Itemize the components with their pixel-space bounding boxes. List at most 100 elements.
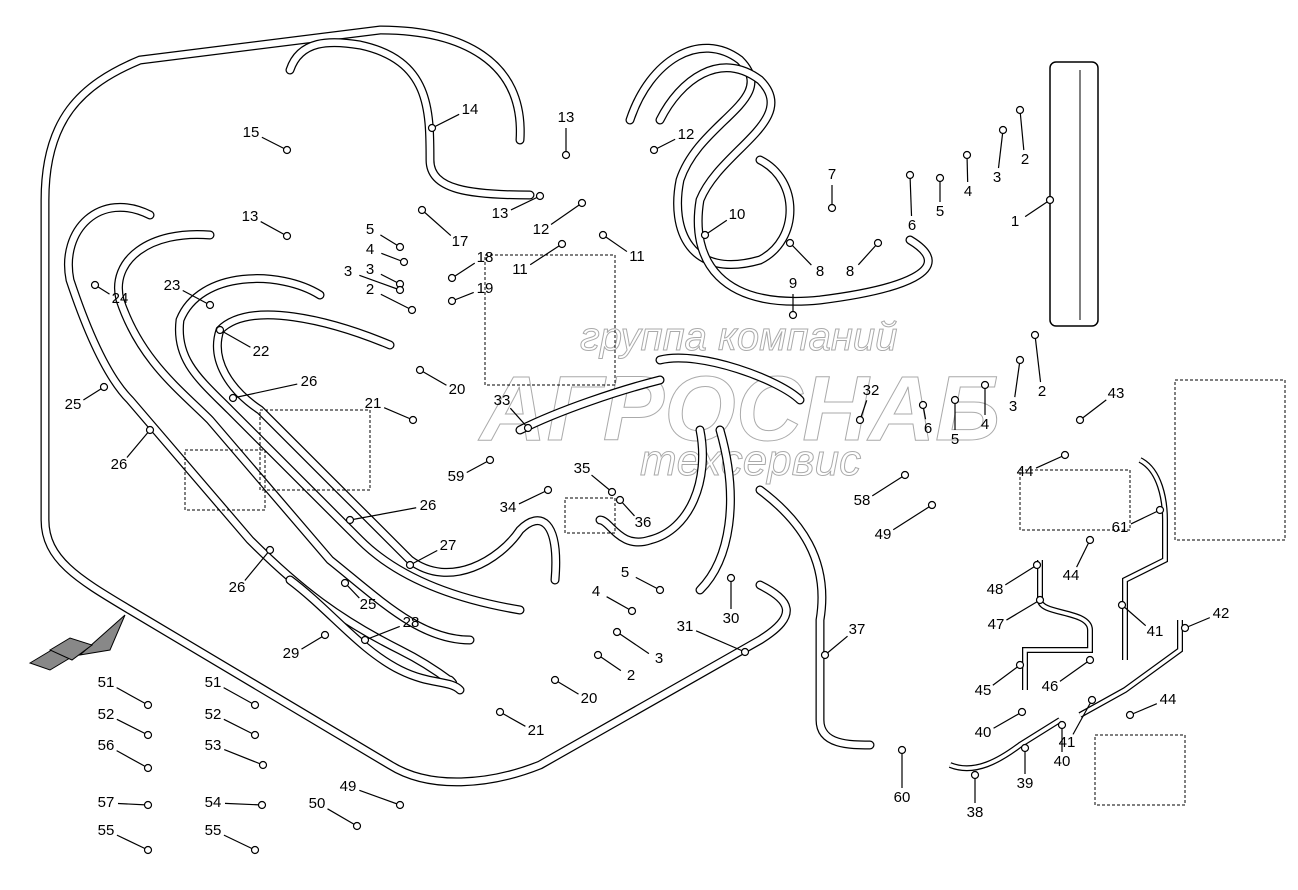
- callout-number: 38: [967, 804, 984, 821]
- callout-number: 48: [987, 581, 1004, 598]
- fitting: [1015, 105, 1025, 115]
- steel-tube: [948, 717, 1062, 772]
- fitting: [557, 239, 567, 249]
- leader-line: [260, 221, 288, 237]
- callout-21: 21: [365, 395, 418, 425]
- callout-4: 4: [980, 380, 990, 433]
- callout-46: 46: [1042, 655, 1095, 695]
- fitting: [726, 573, 736, 583]
- callout-number: 6: [908, 217, 916, 234]
- leader-line: [451, 262, 476, 279]
- fitting: [1125, 710, 1135, 720]
- callout-52: 52: [205, 706, 260, 740]
- callout-number: 45: [975, 682, 992, 699]
- fitting: [320, 630, 330, 640]
- callout-4: 4: [962, 150, 972, 200]
- callout-number: 7: [828, 166, 836, 183]
- callout-26: 26: [345, 497, 436, 525]
- callout-number: 61: [1112, 519, 1129, 536]
- callout-number: 57: [98, 794, 115, 811]
- hose-inner: [176, 275, 524, 614]
- callout-6: 6: [918, 400, 932, 437]
- callout-number: 47: [988, 616, 1005, 633]
- callout-3: 3: [993, 125, 1008, 186]
- fitting: [407, 305, 417, 315]
- fitting: [598, 230, 608, 240]
- callout-13: 13: [492, 191, 545, 222]
- callout-33: 33: [494, 392, 533, 433]
- fitting: [655, 585, 665, 595]
- callout-number: 17: [452, 233, 469, 250]
- callout-number: 4: [366, 241, 374, 258]
- fitting: [980, 380, 990, 390]
- callout-2: 2: [366, 281, 417, 315]
- hose-inner: [286, 576, 464, 694]
- callout-13: 13: [558, 109, 574, 160]
- callout-number: 44: [1160, 691, 1177, 708]
- fitting: [395, 800, 405, 810]
- callout-number: 27: [440, 537, 457, 554]
- callout-30: 30: [723, 573, 739, 627]
- callout-number: 59: [448, 468, 465, 485]
- fitting: [607, 487, 617, 497]
- leader-line: [602, 234, 628, 253]
- callout-57: 57: [98, 794, 153, 811]
- callout-number: 20: [449, 381, 466, 398]
- callout-13: 13: [242, 208, 292, 241]
- callout-44: 44: [1017, 450, 1070, 480]
- callout-61: 61: [1112, 505, 1165, 536]
- fitting: [90, 280, 100, 290]
- leader-line: [116, 687, 149, 706]
- callout-number: 2: [1021, 151, 1029, 168]
- callout-number: 5: [936, 203, 944, 220]
- leader-line: [997, 129, 1004, 169]
- callout-26: 26: [229, 545, 275, 596]
- fitting: [1060, 450, 1070, 460]
- callout-11: 11: [598, 230, 645, 265]
- fitting: [998, 125, 1008, 135]
- leader-line: [364, 625, 400, 641]
- leader-line: [591, 474, 613, 493]
- fitting: [495, 707, 505, 717]
- callout-number: 55: [205, 822, 222, 839]
- callout-number: 21: [365, 395, 382, 412]
- callout-number: 42: [1213, 605, 1230, 622]
- callout-number: 35: [574, 460, 591, 477]
- callout-37: 37: [820, 621, 865, 660]
- fitting: [143, 763, 153, 773]
- watermark: группа компаний АГРОСНАБ техсервис: [478, 315, 1001, 486]
- fitting: [1085, 655, 1095, 665]
- leader-line: [431, 113, 460, 129]
- callout-45: 45: [975, 660, 1025, 699]
- callout-17: 17: [417, 205, 469, 250]
- fitting: [257, 800, 267, 810]
- callout-number: 1: [1011, 213, 1019, 230]
- fitting: [950, 395, 960, 405]
- fitting: [1117, 600, 1127, 610]
- callout-3: 3: [344, 263, 405, 295]
- callout-number: 8: [816, 263, 824, 280]
- leader-line: [116, 834, 149, 851]
- callout-48: 48: [987, 560, 1042, 598]
- fitting: [143, 845, 153, 855]
- fitting: [1017, 707, 1027, 717]
- callout-number: 51: [205, 674, 222, 691]
- fitting: [1020, 743, 1030, 753]
- leader-line: [224, 802, 263, 806]
- leader-line: [992, 664, 1021, 686]
- leader-line: [857, 242, 879, 266]
- callout-number: 2: [627, 667, 635, 684]
- callout-5: 5: [936, 173, 944, 220]
- leader-line: [116, 718, 149, 736]
- callout-number: 18: [477, 249, 494, 266]
- fitting: [143, 730, 153, 740]
- leader-line: [909, 174, 913, 217]
- leader-line: [327, 808, 358, 827]
- fitting: [1032, 560, 1042, 570]
- leader-line: [1034, 334, 1042, 383]
- fitting: [740, 647, 750, 657]
- leader-line: [419, 369, 447, 386]
- fitting: [627, 606, 637, 616]
- callout-number: 3: [344, 263, 352, 280]
